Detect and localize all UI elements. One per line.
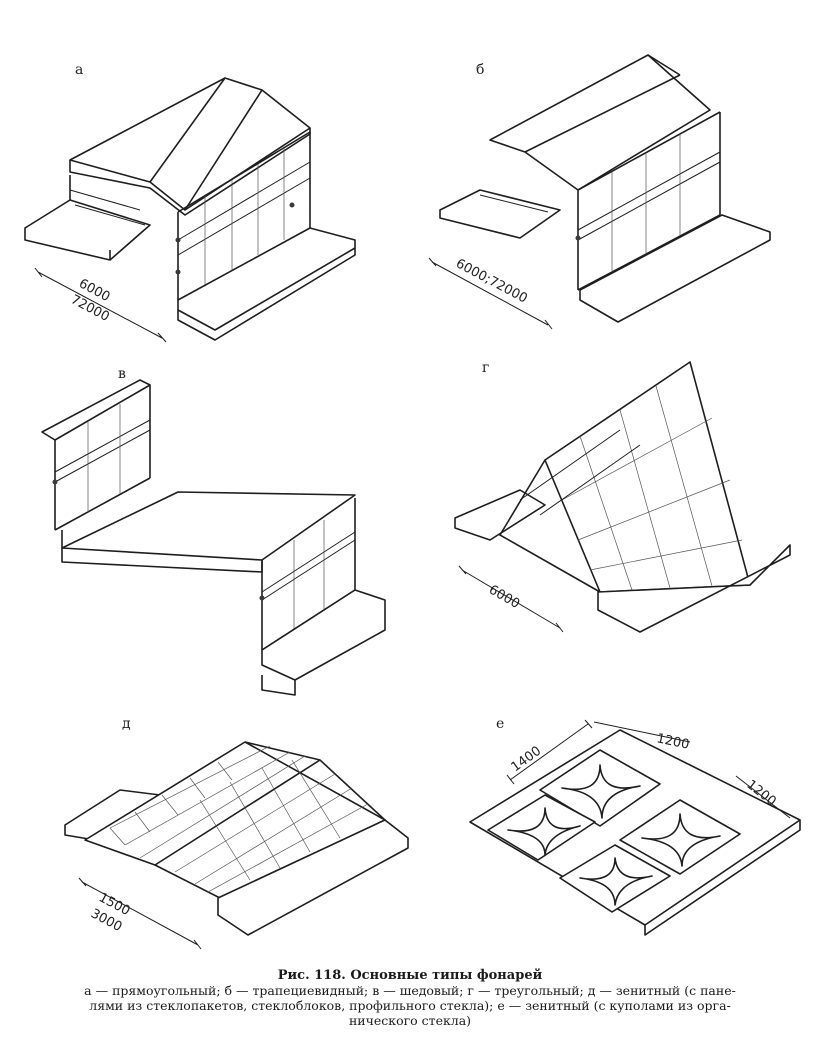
caption-line-2: лями из стеклопакетов, стеклоблоков, про… xyxy=(89,998,731,1013)
panel-a-label: а xyxy=(75,62,83,78)
panel-a-rectangular: а 6000 72000 xyxy=(24,62,356,343)
panel-b-label: б xyxy=(476,62,484,78)
panel-v-sawtooth: в xyxy=(41,366,386,696)
panel-e-dim-1: 1400 xyxy=(509,744,545,776)
panel-e-label: е xyxy=(496,716,504,732)
caption-line-1: а — прямоугольный; б — трапециевидный; в… xyxy=(84,983,736,998)
panel-b-trapezoidal: б 6000;72000 xyxy=(428,54,771,330)
figure-caption: Рис. 118. Основные типы фонарей а — прям… xyxy=(30,968,790,1028)
panel-e-zenith-domes: е 1400 1200 1200 xyxy=(469,716,801,936)
panel-g-dim: 6000 xyxy=(486,582,522,612)
panel-d-label: д xyxy=(122,716,131,732)
caption-line-3: нического стекла) xyxy=(348,1013,472,1028)
panel-g-label: г xyxy=(482,360,489,376)
panel-d-zenith-panels: д 1500 3000 xyxy=(64,716,409,950)
lantern-types-figure: а 6000 72000 б xyxy=(24,54,801,950)
panel-g-triangular: г 6000 xyxy=(454,360,791,633)
panel-b-dim: 6000;72000 xyxy=(453,256,530,306)
caption-title: Рис. 118. Основные типы фонарей xyxy=(277,968,543,983)
panel-e-dim-2: 1200 xyxy=(655,731,690,753)
panel-v-label: в xyxy=(118,366,126,382)
